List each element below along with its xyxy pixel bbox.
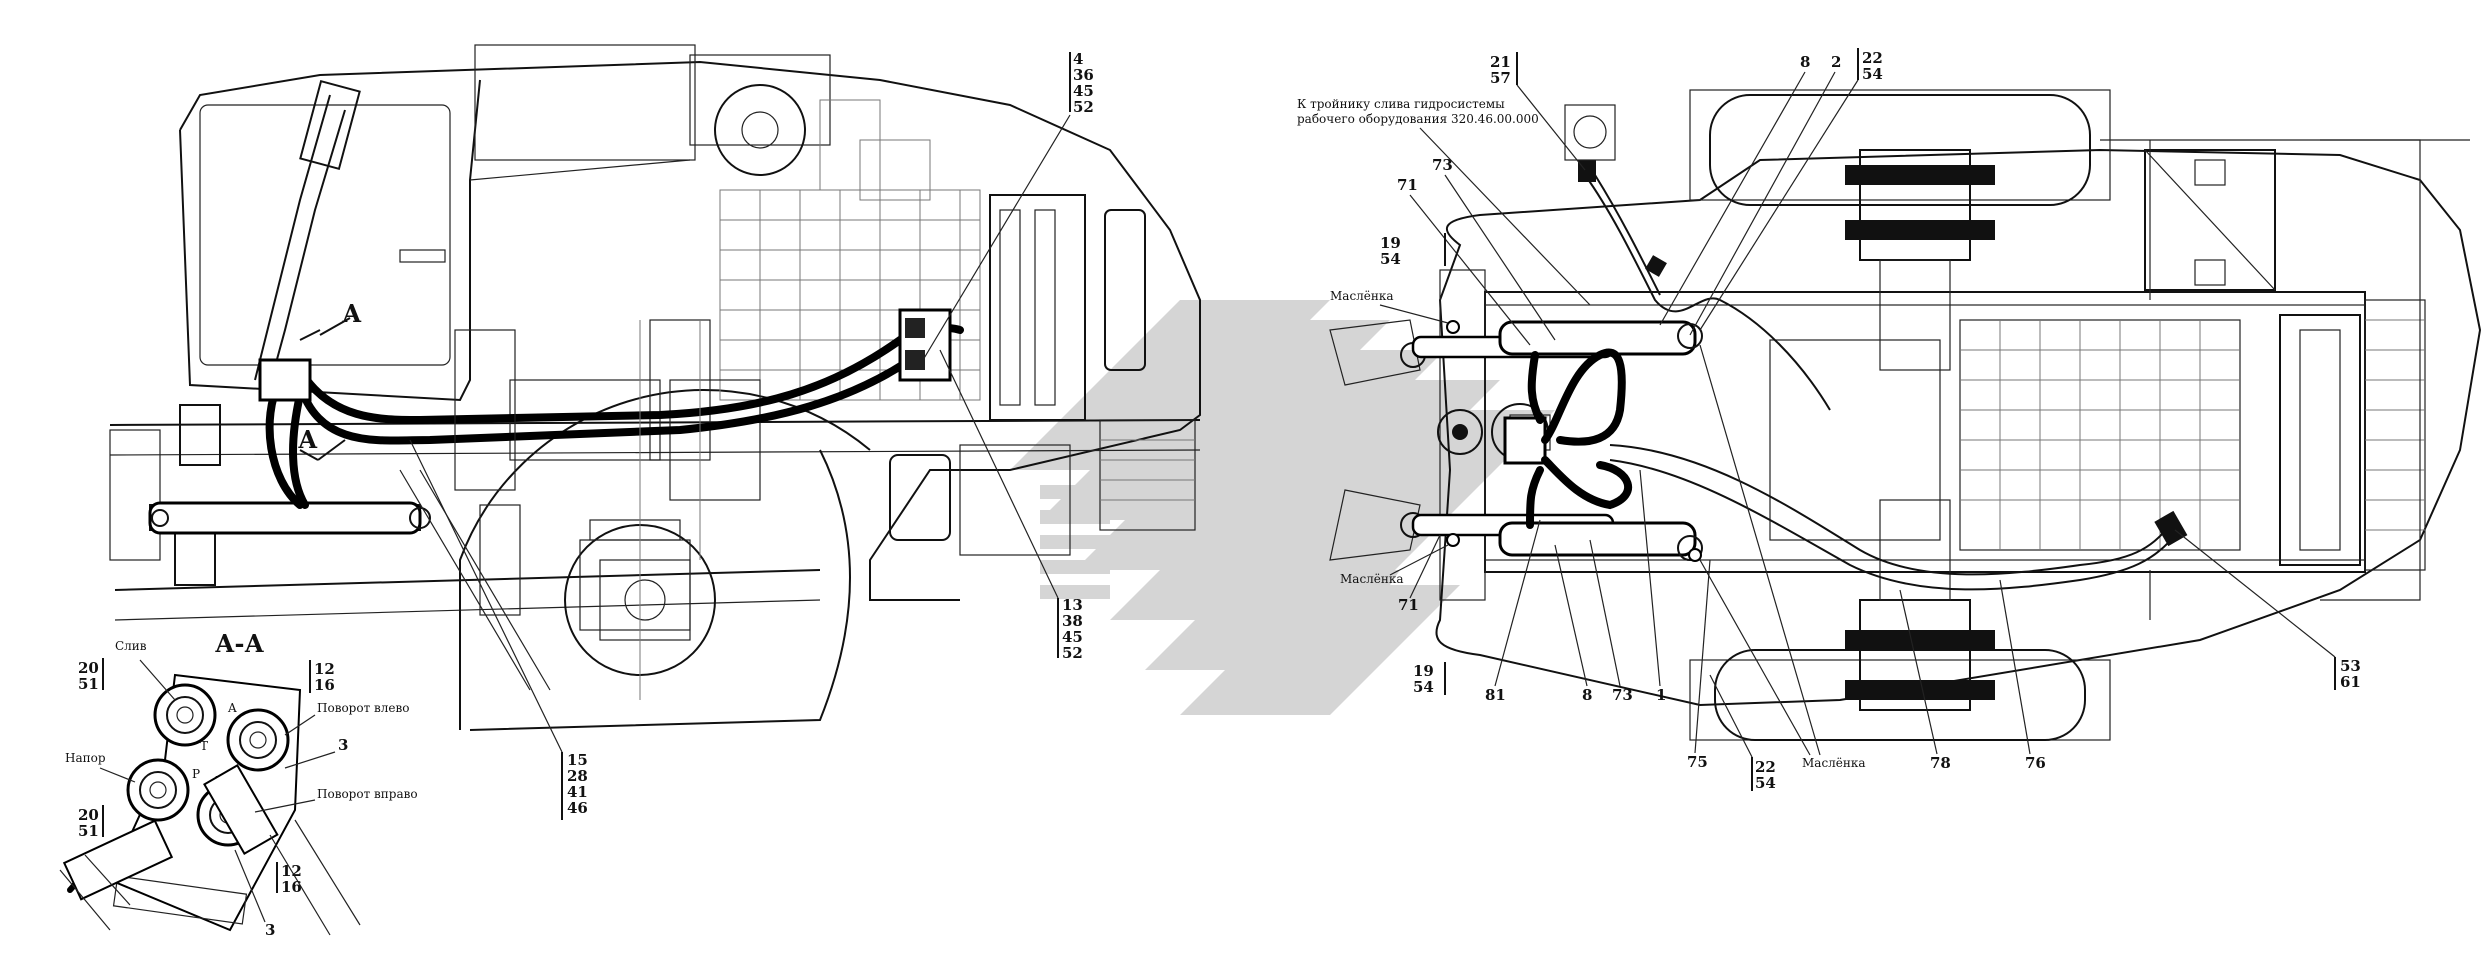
callout-41: 41 <box>567 783 588 801</box>
section-mark-upper: А <box>342 299 362 328</box>
hose-top-3 <box>1541 456 1633 510</box>
callout-51-top: 51 <box>78 675 99 693</box>
section-mark-lower: А <box>298 425 318 454</box>
hose-side-1 <box>296 323 964 425</box>
hose-top-long-2 <box>1609 459 2176 591</box>
callout-73-bottom: 73 <box>1612 686 1633 704</box>
callout-22-top: 22 <box>1862 49 1883 67</box>
hood-outline <box>179 60 1201 601</box>
distributor-block-top <box>1503 416 1547 465</box>
note-drain-line-2: рабочего оборудования 320.46.00.000 <box>1297 112 1539 126</box>
callout-81: 81 <box>1485 686 1506 704</box>
callout-54-top2: 54 <box>1380 250 1401 268</box>
callout-36: 36 <box>1073 66 1094 84</box>
oiler-label-bottom: Маслёнка <box>1340 572 1404 586</box>
callout-19-top: 19 <box>1380 234 1401 252</box>
port-pressure <box>126 758 190 822</box>
oiler-label-right: Маслёнка <box>1802 756 1866 770</box>
callout-45b: 45 <box>1062 628 1083 646</box>
callout-45: 45 <box>1073 82 1094 100</box>
port-a-label: A <box>227 701 237 715</box>
hose-top-1 <box>1527 351 1544 424</box>
callout-1: 1 <box>1656 686 1666 704</box>
callout-54-bottom2: 54 <box>1755 774 1776 792</box>
callout-2: 2 <box>1831 53 1841 71</box>
callout-71-top: 71 <box>1397 176 1418 194</box>
callout-12-bottom: 12 <box>281 862 302 880</box>
callout-52: 52 <box>1073 98 1094 116</box>
callout-38: 38 <box>1062 612 1083 630</box>
port-p-label: P <box>192 767 200 781</box>
callout-20-top: 20 <box>78 659 99 677</box>
oiler-label-top: Маслёнка <box>1330 289 1394 303</box>
hose-top-long-1 <box>1609 444 2171 576</box>
callout-8-top: 8 <box>1800 53 1810 71</box>
hose-top-2 <box>1541 348 1626 446</box>
hose-top-drain <box>1584 174 1831 411</box>
callout-15: 15 <box>567 751 588 769</box>
top-body-outline <box>1435 148 2482 707</box>
side-view: А А 4 36 45 52 13 38 45 52 15 28 41 46 <box>109 44 1201 820</box>
note-drain-line-1: К тройнику слива гидросистемы <box>1297 97 1505 111</box>
top-view: К тройнику слива гидросистемы рабочего о… <box>1297 48 2482 792</box>
label-pressure: Напор <box>65 751 106 765</box>
steering-column <box>254 94 331 381</box>
callout-13: 13 <box>1062 596 1083 614</box>
hose-top-4 <box>1526 466 1544 529</box>
oiler-icon-3 <box>1688 548 1702 562</box>
steering-cylinder-side <box>148 501 422 535</box>
port-drain <box>153 683 217 747</box>
label-drain: Слив <box>115 639 147 653</box>
oiler-icon-2 <box>1446 533 1460 547</box>
callout-53: 53 <box>2340 657 2361 675</box>
callout-22-bottom: 22 <box>1755 758 1776 776</box>
callout-52b: 52 <box>1062 644 1083 662</box>
callout-3-bottom: 3 <box>265 921 275 939</box>
callout-75: 75 <box>1687 753 1708 771</box>
oiler-icon-1 <box>1446 320 1460 334</box>
callout-54-bottom: 54 <box>1413 678 1434 696</box>
hose-side-4 <box>289 391 309 509</box>
port-turn-left <box>226 708 290 772</box>
engine-block-top <box>1959 319 2241 551</box>
callout-4: 4 <box>1073 50 1083 68</box>
label-turn-left: Поворот влево <box>317 701 410 715</box>
callout-28: 28 <box>567 767 588 785</box>
callout-73-top: 73 <box>1432 156 1453 174</box>
callout-20-bottom: 20 <box>78 806 99 824</box>
rear-axle-top <box>1845 149 1995 711</box>
callout-3-right: 3 <box>338 736 348 754</box>
callout-76: 76 <box>2025 754 2046 772</box>
callout-16-top: 16 <box>314 676 335 694</box>
hose-side-2 <box>296 356 914 445</box>
callout-19-bottom: 19 <box>1413 662 1434 680</box>
label-turn-right: Поворот вправо <box>317 787 418 801</box>
cab-rear-window <box>474 44 696 161</box>
callout-8-bottom: 8 <box>1582 686 1592 704</box>
callout-78: 78 <box>1930 754 1951 772</box>
callout-21: 21 <box>1490 53 1511 71</box>
callout-54-top: 54 <box>1862 65 1883 83</box>
port-t-label: T <box>200 739 208 753</box>
section-aa-title: А-А <box>215 629 265 658</box>
cab-window <box>199 104 451 366</box>
callout-12-top: 12 <box>314 660 335 678</box>
callout-16-bottom: 16 <box>281 878 302 896</box>
cab-outline <box>179 79 481 402</box>
watermark-logo <box>1010 300 1555 715</box>
callout-57: 57 <box>1490 69 1511 87</box>
callout-61: 61 <box>2340 673 2361 691</box>
callout-51-bottom: 51 <box>78 822 99 840</box>
callout-71-bottom: 71 <box>1398 596 1419 614</box>
callout-46: 46 <box>567 799 588 817</box>
section-aa: А-А T P A B <box>59 629 418 939</box>
